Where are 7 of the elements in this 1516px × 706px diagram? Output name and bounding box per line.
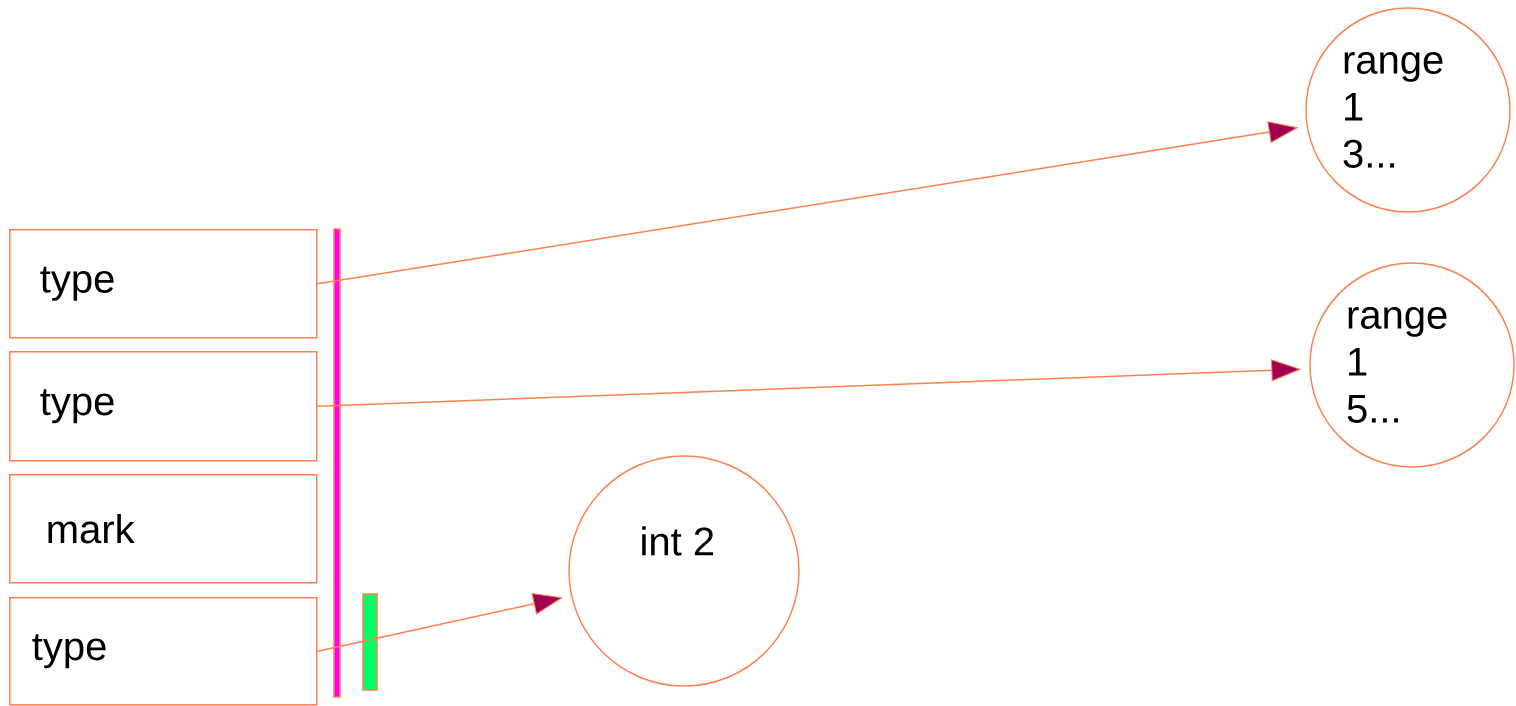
arrow <box>316 359 1301 407</box>
arrow <box>316 593 563 652</box>
arrow <box>316 121 1298 285</box>
type-box: type <box>9 597 318 706</box>
type-box: type <box>9 229 318 339</box>
type-box: mark <box>9 474 318 584</box>
type-box: type <box>9 351 318 462</box>
